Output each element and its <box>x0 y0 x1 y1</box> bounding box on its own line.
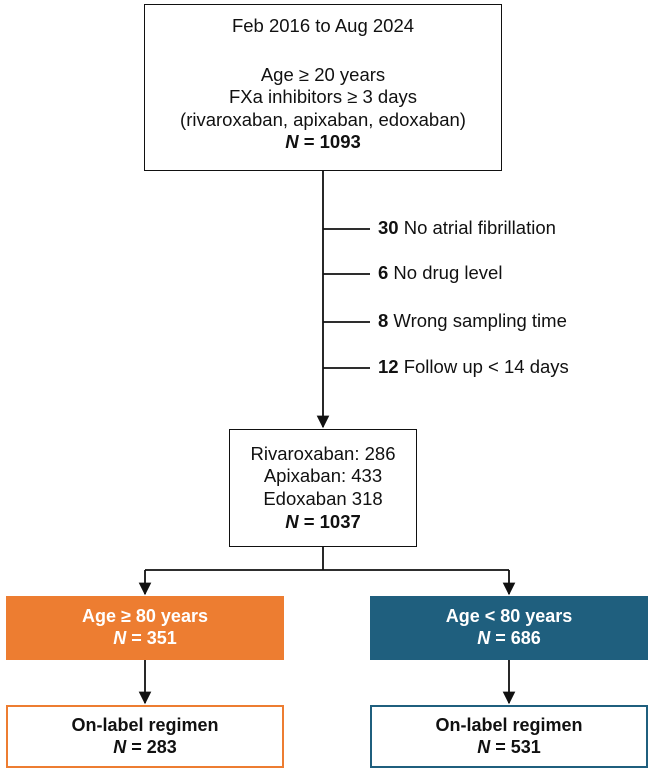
age-criterion: Age ≥ 20 years <box>260 63 386 85</box>
edoxaban-count: Edoxaban 318 <box>263 488 383 509</box>
older-on-label-title: On-label regimen <box>71 714 219 735</box>
study-period: Feb 2016 to Aug 2024 <box>231 15 415 36</box>
older-group-title: Age ≥ 80 years <box>82 606 208 627</box>
younger-group-box: Age < 80 years N = 686 <box>370 596 648 660</box>
included-cohort-box: Rivaroxaban: 286 Apixaban: 433 Edoxaban … <box>229 429 417 547</box>
younger-on-label-count: N = 531 <box>477 736 541 757</box>
exclusion-no-af: 30 No atrial fibrillation <box>378 217 556 238</box>
rivaroxaban-count: Rivaroxaban: 286 <box>250 442 396 464</box>
fxa-criterion: FXa inhibitors ≥ 3 days <box>228 86 418 108</box>
older-group-box: Age ≥ 80 years N = 351 <box>6 596 284 660</box>
apixaban-count: Apixaban: 433 <box>263 465 383 487</box>
younger-group-count: N = 686 <box>477 628 541 648</box>
included-cohort-count: N = 1037 <box>285 510 361 532</box>
initial-cohort-box: Feb 2016 to Aug 2024 Age ≥ 20 years FXa … <box>144 4 502 171</box>
younger-on-label-title: On-label regimen <box>435 714 583 735</box>
older-group-count: N = 351 <box>113 628 177 648</box>
older-on-label-box: On-label regimen N = 283 <box>6 705 284 768</box>
exclusion-short-follow-up: 12 Follow up < 14 days <box>378 356 569 377</box>
younger-group-title: Age < 80 years <box>445 606 573 627</box>
drug-list: (rivaroxaban, apixaban, edoxaban) <box>180 108 466 130</box>
older-on-label-count: N = 283 <box>113 736 177 757</box>
exclusion-wrong-sampling: 8 Wrong sampling time <box>378 310 567 331</box>
exclusion-no-drug-level: 6 No drug level <box>378 262 503 283</box>
initial-cohort-count: N = 1093 <box>285 131 361 153</box>
younger-on-label-box: On-label regimen N = 531 <box>370 705 648 768</box>
